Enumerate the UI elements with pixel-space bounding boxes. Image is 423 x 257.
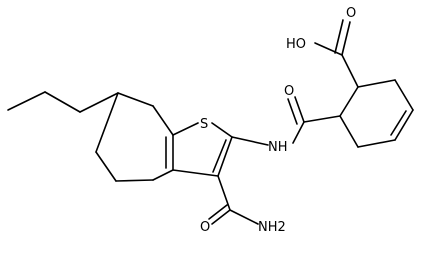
bond-cyclohex-2: [152, 105, 174, 136]
bond-thiophene-c2-c3-a: [217, 136, 233, 177]
bond-ring2-5: [357, 139, 396, 148]
bond-ring2-4-double-b: [390, 110, 407, 136]
atom-label-carboxamide-o: O: [200, 220, 210, 235]
bond-propyl-3: [79, 92, 119, 113]
bond-propyl-1: [7, 91, 46, 111]
bond-cyclohex-3: [152, 169, 174, 181]
bond-nh-carbonyl: [292, 121, 305, 144]
bond-layer: [7, 19, 414, 225]
bond-ring2-3: [394, 79, 414, 111]
bond-cooh-o-b: [334, 19, 344, 54]
bond-c3-carboxamide: [217, 175, 231, 211]
atom-label-layer: HO O O NH S O NH2: [200, 6, 356, 235]
bond-thiophene-c2-c3-b: [212, 139, 227, 173]
bond-amide-o-b: [287, 98, 298, 125]
bond-cyclohex-4: [115, 179, 154, 182]
bond-ring2-2: [357, 79, 396, 88]
atom-label-acid-o: O: [346, 6, 356, 21]
bond-carbonyl-ring: [303, 115, 341, 123]
atom-label-amide-o: O: [284, 84, 294, 99]
bond-thiophene-c7a-s: [172, 122, 199, 136]
bond-ring2-cooh: [341, 54, 359, 88]
bond-cyclohex-6: [95, 92, 119, 153]
atom-label-oh: HO: [286, 37, 306, 52]
bond-amide-o-a: [294, 96, 305, 123]
bond-propyl-2: [44, 91, 81, 113]
bond-cooh-o-a: [341, 21, 351, 56]
bond-cooh-oh: [314, 42, 343, 56]
bond-carboxamide-o-b: [208, 204, 228, 220]
bond-ring2-4-double-a: [394, 109, 414, 141]
atom-label-nh: NH: [268, 140, 288, 155]
bond-carboxamide-n: [229, 209, 259, 225]
bond-c2-nh: [231, 136, 269, 146]
bond-thiophene-s-c2: [211, 122, 233, 138]
bond-cyclohex-5: [95, 151, 117, 182]
bond-thiophene-c3-c3a: [172, 169, 219, 177]
atom-label-nh2: NH2: [258, 220, 286, 235]
bond-cyclohex-1: [117, 92, 154, 107]
bond-ring2-1: [339, 86, 359, 117]
bond-carboxamide-o-a: [211, 209, 231, 225]
bond-ring2-6: [339, 115, 359, 148]
atom-label-s: S: [200, 117, 208, 132]
